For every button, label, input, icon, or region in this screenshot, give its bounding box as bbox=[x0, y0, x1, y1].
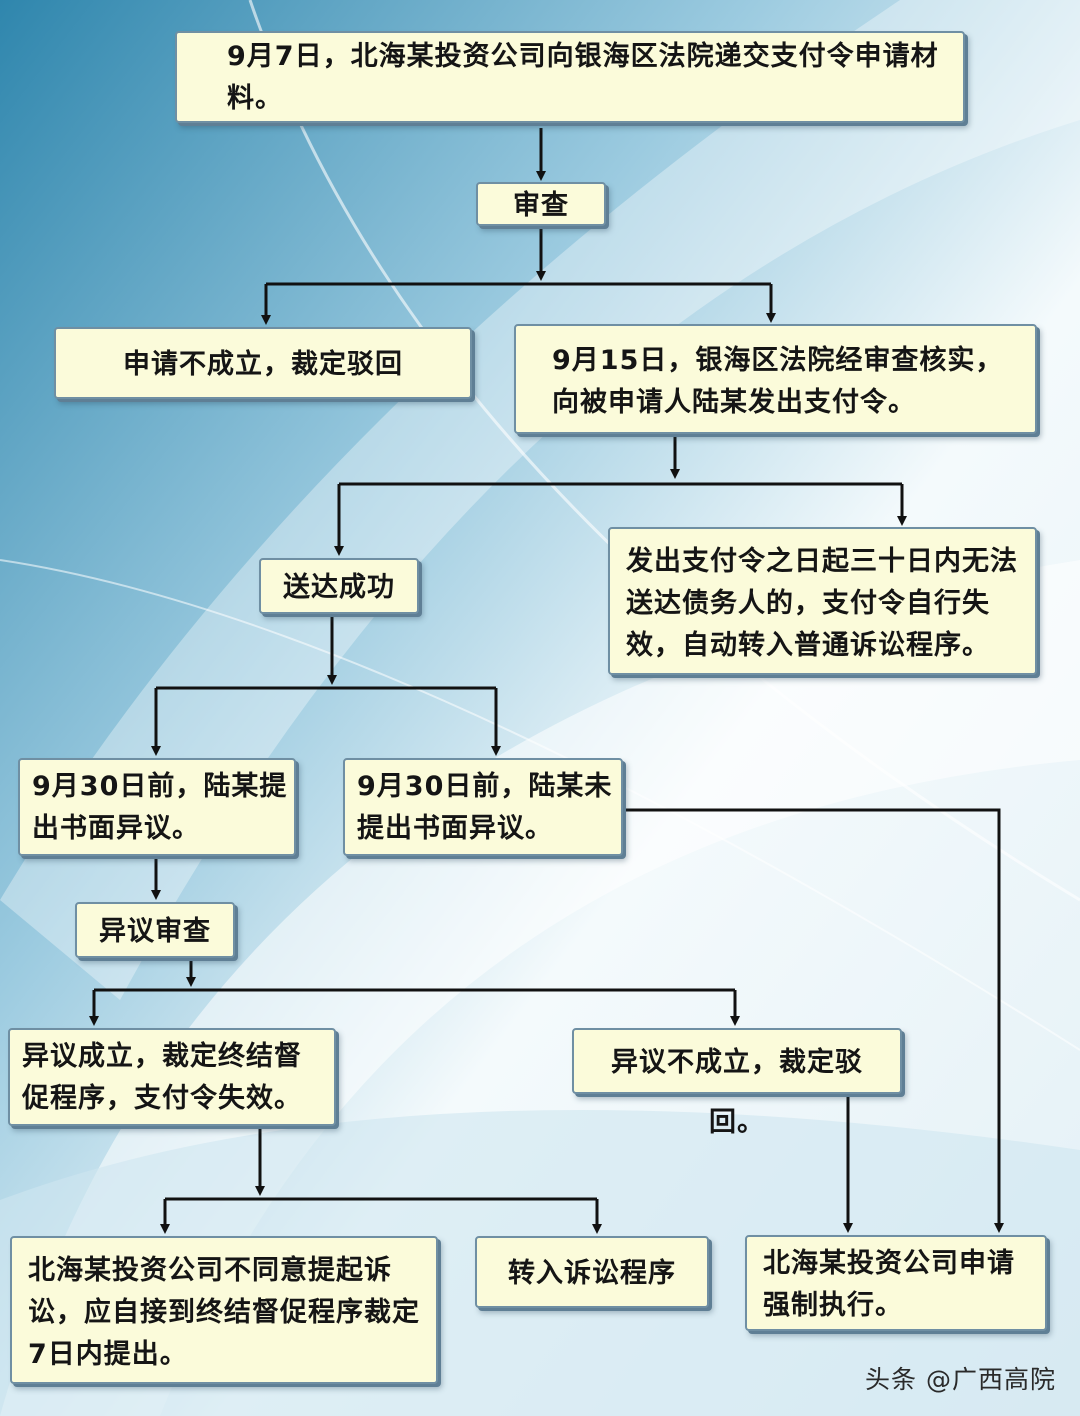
arrow-n8-n14 bbox=[624, 808, 1004, 1233]
node-objection-upheld: 异议成立，裁定终结督促程序，支付令失效。 bbox=[8, 1028, 336, 1126]
node-payment-order-issued: 9月15日，银海区法院经审查核实，向被申请人陆某发出支付令。 bbox=[514, 324, 1037, 434]
node-service-failed: 发出支付令之日起三十日内无法送达债务人的，支付令自行失效，自动转入普通诉讼程序。 bbox=[608, 527, 1037, 675]
node-enforcement: 北海某投资公司申请强制执行。 bbox=[745, 1235, 1047, 1331]
node-no-objection: 9月30日前，陆某未提出书面异议。 bbox=[343, 758, 623, 856]
node-creditor-objects: 北海某投资公司不同意提起诉讼，应自接到终结督促程序裁定7日内提出。 bbox=[10, 1236, 438, 1384]
node-application: 9月7日，北海某投资公司向银海区法院递交支付令申请材料。 bbox=[175, 31, 965, 123]
node-objection-review: 异议审查 bbox=[75, 902, 235, 958]
node-application-rejected: 申请不成立，裁定驳回 bbox=[54, 327, 472, 399]
watermark: 头条 @广西高院 bbox=[865, 1365, 1056, 1394]
node-service-success: 送达成功 bbox=[259, 558, 419, 614]
node-objection-filed: 9月30日前，陆某提出书面异议。 bbox=[18, 758, 296, 856]
node-review: 审查 bbox=[476, 182, 606, 226]
node-objection-rejected: 异议不成立，裁定驳回。 bbox=[572, 1028, 902, 1138]
node-litigation: 转入诉讼程序 bbox=[475, 1236, 709, 1308]
